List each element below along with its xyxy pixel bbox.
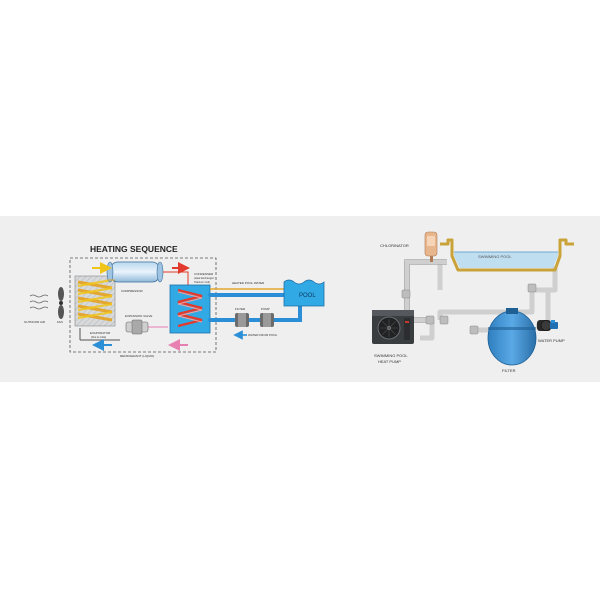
filter-label: FILTER	[502, 368, 516, 373]
filter-tank	[487, 308, 537, 366]
pool-tank	[283, 279, 325, 307]
evaporator	[74, 275, 116, 327]
outdoor-air-label: OUTDOOR AIR	[24, 320, 46, 324]
water-from-pool-label: WATER FROM POOL	[248, 333, 278, 337]
small-filter-label: FILTER	[235, 307, 246, 311]
heated-water-label: HEATED POOL WATER	[232, 281, 265, 285]
outdoor-air-arrows	[29, 294, 49, 310]
water-pump	[537, 320, 558, 331]
expansion-valve-label: EXPANSION VALVE	[125, 314, 152, 318]
condenser-sublabel-1: (Heat Exchanger/	[194, 276, 214, 280]
compressor-label: COMPRESSOR	[121, 289, 144, 293]
expansion-valve	[125, 319, 149, 335]
condenser	[169, 284, 211, 334]
heat-pump-label-line1: SWIMMING POOL	[374, 353, 408, 358]
pool-label: POOL	[299, 293, 316, 299]
small-pump-label: PUMP	[261, 307, 270, 311]
heat-pump-label-line2: HEAT PUMP	[378, 359, 401, 364]
small-pump	[260, 313, 274, 327]
refrigerant-label: REFRIGERANT (LIQUID)	[120, 354, 154, 358]
chlorinator	[424, 231, 438, 262]
small-filter	[235, 313, 249, 327]
heating-sequence-title: HEATING SEQUENCE	[90, 244, 178, 254]
fan-icon	[58, 287, 64, 319]
evaporator-label: EVAPORATOR	[90, 331, 111, 335]
heat-pump-unit	[372, 310, 414, 344]
heat-pump-unit-frame	[69, 257, 217, 353]
water-pump-label: WATER PUMP	[538, 338, 565, 343]
chlorinator-label: CHLORINATOR	[380, 243, 409, 248]
evaporator-sublabel: (fins & coils)	[91, 335, 106, 339]
compressor	[106, 261, 164, 283]
fan-label: FAN	[57, 320, 63, 324]
swimming-pool-label: SWIMMING POOL	[478, 254, 512, 259]
pipe-valves	[401, 283, 537, 335]
condenser-label: CONDENSER	[194, 272, 214, 276]
condenser-sublabel-2: Titanium Coil)	[194, 280, 210, 284]
swimming-pool	[440, 238, 574, 272]
